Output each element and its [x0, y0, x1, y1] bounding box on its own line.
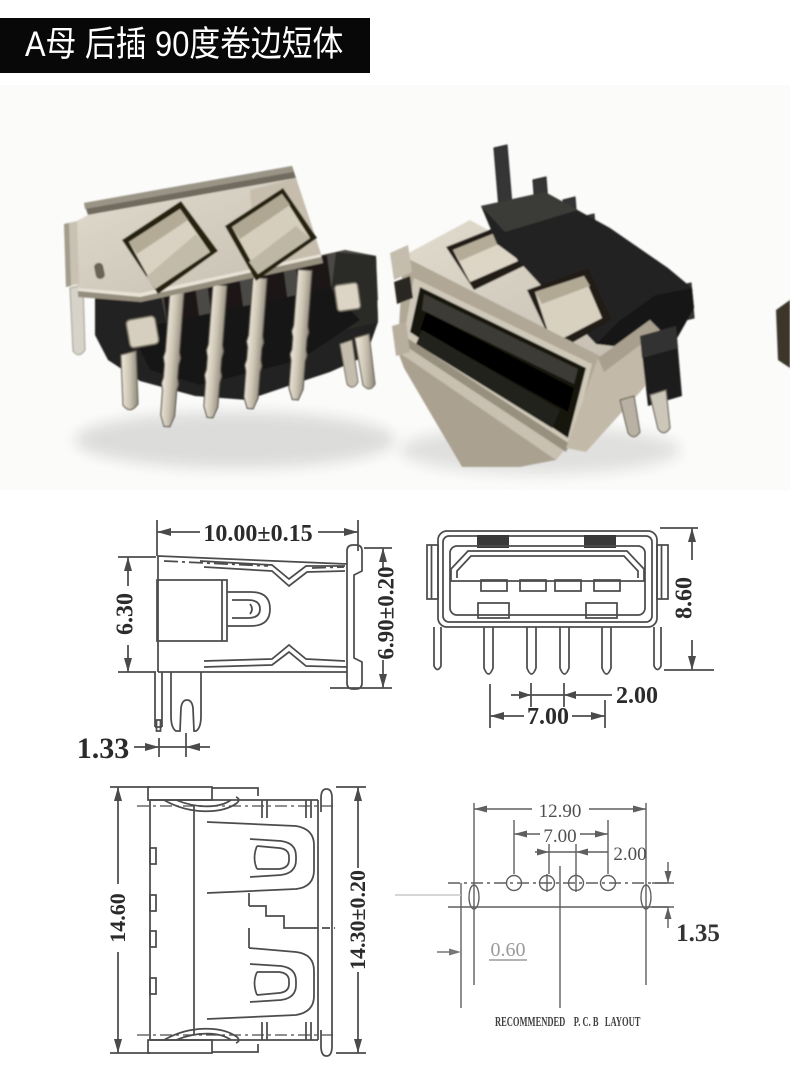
svg-text:0.60: 0.60	[491, 939, 526, 961]
svg-text:2.00: 2.00	[613, 844, 646, 865]
svg-text:7.00: 7.00	[543, 826, 576, 847]
svg-text:14.60: 14.60	[105, 893, 130, 943]
svg-text:RECOMMENDED P. C. B LAYOU: RECOMMENDED P. C. B LAYOUT	[495, 1015, 641, 1029]
svg-text:1.33: 1.33	[77, 732, 130, 765]
svg-text:6.30: 6.30	[113, 593, 139, 635]
svg-text:1.35: 1.35	[676, 920, 720, 947]
svg-text:8.60: 8.60	[672, 577, 698, 619]
svg-text:14.30±0.20: 14.30±0.20	[345, 870, 370, 970]
svg-text:6.90±0.20: 6.90±0.20	[373, 566, 398, 659]
svg-text:10.00±0.15: 10.00±0.15	[203, 521, 312, 547]
svg-text:7.00: 7.00	[527, 704, 569, 730]
svg-text:12.90: 12.90	[539, 801, 582, 822]
svg-text:2.00: 2.00	[616, 683, 658, 709]
